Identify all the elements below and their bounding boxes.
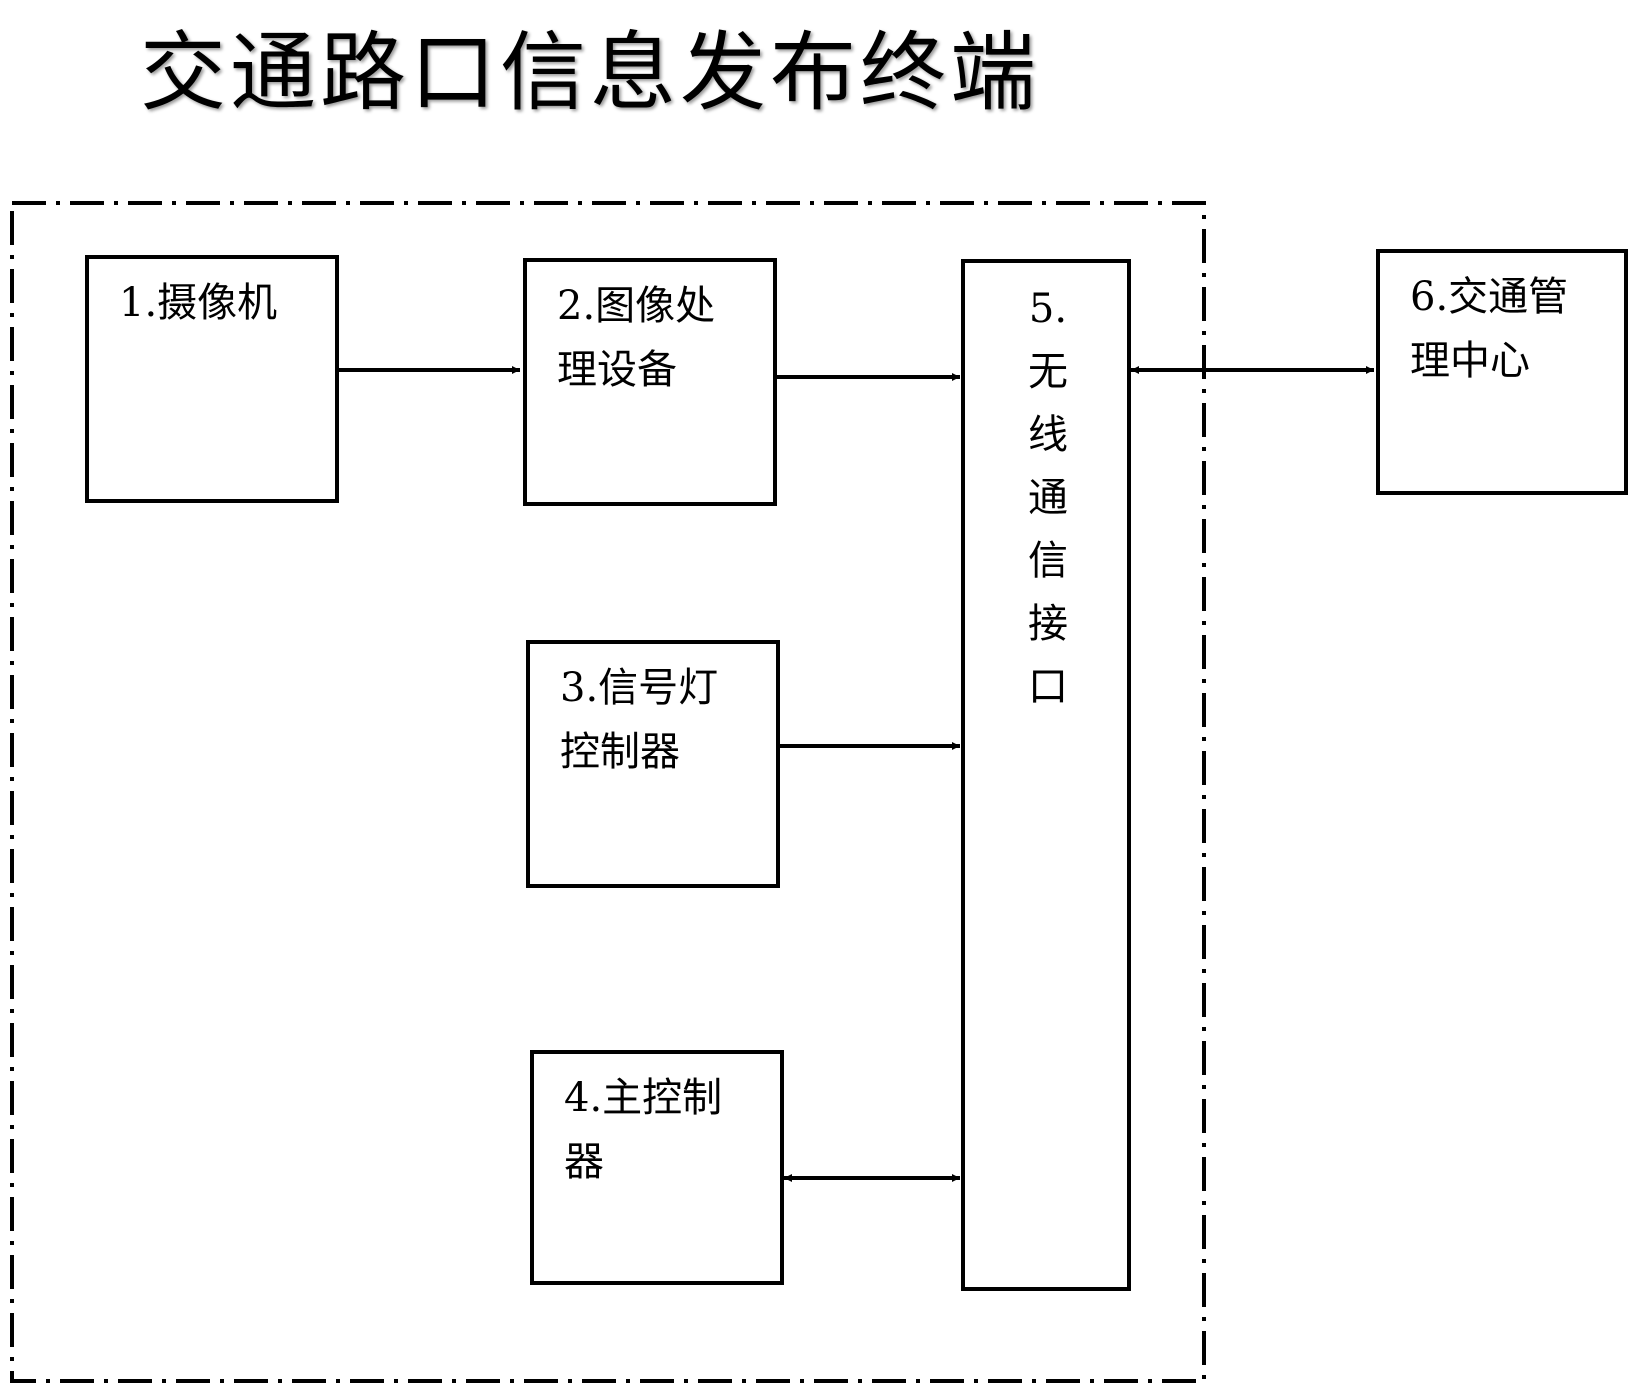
- camera-box: 1.摄像机: [85, 255, 339, 503]
- wireless-char: 线: [1026, 404, 1070, 467]
- wireless-char: 信: [1026, 530, 1070, 593]
- wireless-char: 5.: [1026, 278, 1070, 341]
- traffic-center-box: 6.交通管理中心: [1376, 249, 1628, 495]
- camera-label: 1.摄像机: [119, 271, 277, 335]
- wireless-char: 无: [1026, 341, 1070, 404]
- wireless-interface-label: 5. 无 线 通 信 接 口: [1026, 278, 1070, 719]
- signal-controller-label: 3.信号灯控制器: [560, 656, 750, 784]
- image-processing-label: 2.图像处理设备: [557, 274, 747, 402]
- wireless-interface-box: 5. 无 线 通 信 接 口: [961, 259, 1131, 1291]
- image-processing-box: 2.图像处理设备: [523, 258, 777, 506]
- traffic-center-label: 6.交通管理中心: [1410, 265, 1600, 393]
- wireless-char: 通: [1026, 467, 1070, 530]
- wireless-char: 口: [1026, 656, 1070, 719]
- wireless-char: 接: [1026, 593, 1070, 656]
- main-controller-box: 4.主控制器: [530, 1050, 784, 1285]
- signal-controller-box: 3.信号灯控制器: [526, 640, 780, 888]
- main-controller-label: 4.主控制器: [564, 1066, 754, 1194]
